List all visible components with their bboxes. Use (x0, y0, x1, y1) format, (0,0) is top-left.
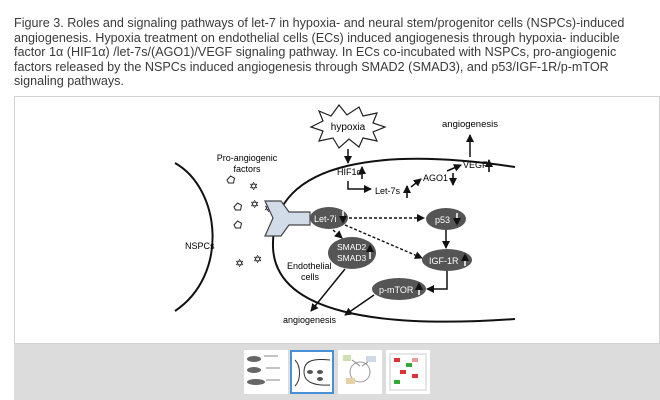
thumbnail-preview-icon (343, 355, 376, 384)
thumbnail-4[interactable] (386, 350, 430, 394)
thumbnail-preview-icon (389, 353, 427, 391)
endothelial-membrane (271, 157, 516, 323)
smad3-label: SMAD3 (337, 253, 367, 263)
hif1a-to-let7s-arrow (347, 181, 372, 193)
nspc-membrane (174, 162, 214, 312)
let7i-label: Let-7i (314, 214, 337, 224)
pro-angiogenic-label-line2: factors (233, 164, 261, 174)
receptor-icon (264, 200, 311, 237)
vegf-label: VEGF (463, 160, 488, 170)
factor-star-icon: ✡ (249, 181, 258, 193)
pmtor-label: p-mTOR (379, 285, 414, 295)
angiogenesis-bottom-label: angiogenesis (283, 315, 337, 325)
factor-pentagon-icon (233, 220, 243, 229)
thumbnail-preview-icon (294, 359, 331, 387)
let7i-to-igf1r-arrow (344, 224, 423, 259)
let7i-node (310, 207, 348, 229)
igf1r-node (422, 249, 472, 271)
let7s-to-ago1-arrow (410, 178, 422, 188)
pmtor-to-angiogenesis-arrow (344, 294, 375, 316)
smad-node (328, 237, 376, 269)
hypoxia-burst-icon (309, 104, 387, 149)
hypoxia-label: hypoxia (331, 122, 366, 133)
hif1a-label: HIF1α (337, 167, 362, 177)
factor-star-icon: ✡ (235, 258, 244, 270)
angiogenesis-top-label: angiogenesis (442, 119, 498, 130)
pmtor-node (372, 278, 426, 300)
igf1r-to-pmtor-arrow (426, 271, 448, 293)
thumbnail-1[interactable] (244, 350, 288, 394)
smad-to-angiogenesis-arrow (310, 268, 346, 312)
igf1r-label: IGF-1R (429, 256, 459, 266)
nspcs-label: NSPCs (185, 241, 215, 251)
factor-pentagon-icon (233, 202, 243, 211)
ago1-label: AGO1 (423, 173, 448, 183)
thumbnail-3[interactable] (338, 350, 382, 394)
endothelial-label-line1: Endothelial (287, 261, 332, 271)
thumbnail-strip (14, 344, 660, 400)
factor-pentagon-icon (226, 175, 236, 184)
pro-angiogenic-label-line1: Pro-angiogenic (217, 153, 278, 163)
endothelial-label-line2: cells (301, 272, 320, 282)
ago1-to-vegf-arrow (446, 164, 462, 172)
pathway-diagram: hypoxia angiogenesis Pro-angiogenic fact… (174, 104, 516, 325)
factor-star-icon: ✡ (253, 254, 262, 266)
figure-caption: Figure 3. Roles and signaling pathways o… (14, 16, 625, 89)
let7s-label: Let-7s (375, 186, 401, 196)
thumbnail-2[interactable] (290, 350, 334, 394)
factor-star-icon: ✡ (250, 199, 259, 211)
thumbnail-preview-icon (247, 355, 280, 385)
figure-panel: hypoxia angiogenesis Pro-angiogenic fact… (14, 96, 660, 344)
smad2-label: SMAD2 (337, 242, 367, 252)
p53-label: p53 (435, 215, 450, 225)
let7i-to-smad-arrow (332, 229, 343, 239)
